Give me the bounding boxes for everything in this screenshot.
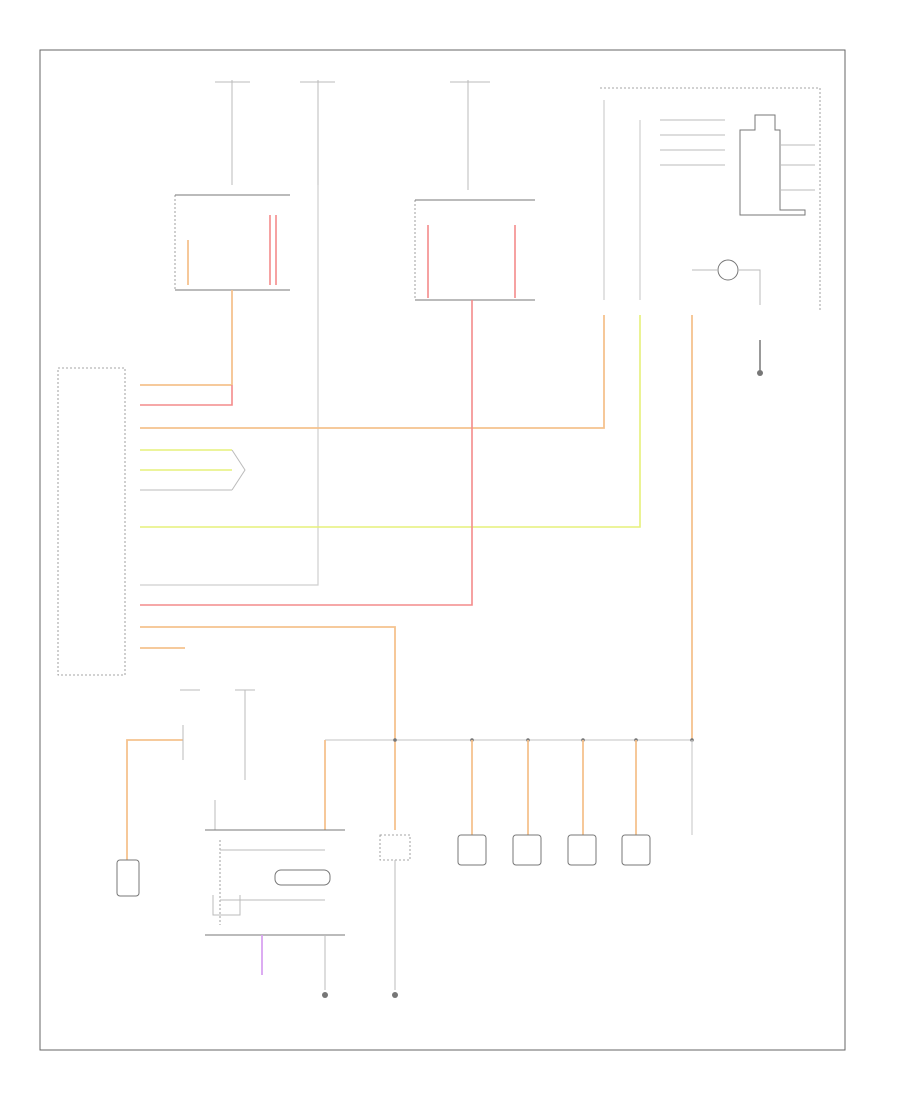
power-distribution-box-center (414, 199, 535, 301)
lamp-1 (457, 834, 487, 866)
power-distribution-box-left (174, 194, 290, 291)
headlamp-switch-group (600, 87, 821, 310)
diagram-frame (39, 49, 846, 1051)
ground-right-top (757, 340, 763, 376)
lamp-3 (567, 834, 597, 866)
left-lamp-circuit (116, 689, 255, 897)
left-lamp (116, 859, 140, 897)
lower-control-module (205, 800, 345, 998)
lamp-2 (512, 834, 542, 866)
lower-relay (379, 834, 411, 998)
splice-bus (324, 315, 694, 835)
lower-right-lamps (457, 834, 651, 866)
cluster-wires (140, 290, 641, 830)
top-fuse-group-left (140, 80, 335, 586)
instrument-cluster (57, 367, 126, 676)
top-fuse-group-center (450, 80, 490, 190)
lamp-4 (621, 834, 651, 866)
